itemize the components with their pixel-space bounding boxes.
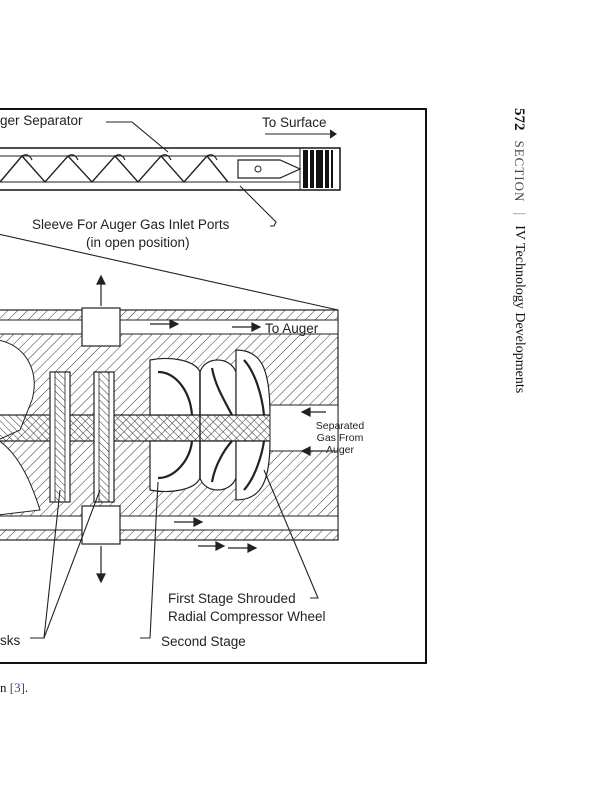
sleeve-label-line1: Sleeve For Auger Gas Inlet Ports [32,217,230,232]
citation-link[interactable]: [3] [9,680,25,695]
auger-separator-label: ger Separator [0,113,83,128]
caption-suffix: . [24,680,29,695]
disks-label: sks [0,633,21,648]
second-stage-label: Second Stage [161,634,246,649]
caption-prefix: n [0,680,7,695]
running-head: 572 SECTION | IV Technology Developments [508,108,530,448]
head-separator: | [512,212,527,216]
to-auger-label: To Auger [265,321,319,336]
section-label: SECTION [512,140,527,203]
page-number: 572 [511,108,528,131]
figure: ger Separator To Surface Sleeve For Auge… [0,108,427,664]
to-surface-label: To Surface [262,115,327,130]
part-title: IV Technology Developments [512,225,527,394]
flow-arrows [96,274,326,584]
separated-gas-label: Separated Gas From Auger [315,420,365,457]
first-stage-label-line2: Radial Compressor Wheel [168,609,326,624]
top-leaders [0,121,339,311]
auger-tube [0,147,341,191]
figure-caption: n [3]. [0,680,28,696]
sleeve-label-line2: (in open position) [86,235,190,250]
compressor-housing [0,307,339,545]
bottom-leaders [30,469,319,639]
first-stage-label-line1: First Stage Shrouded [168,591,296,606]
compressor-diagram [0,121,341,639]
